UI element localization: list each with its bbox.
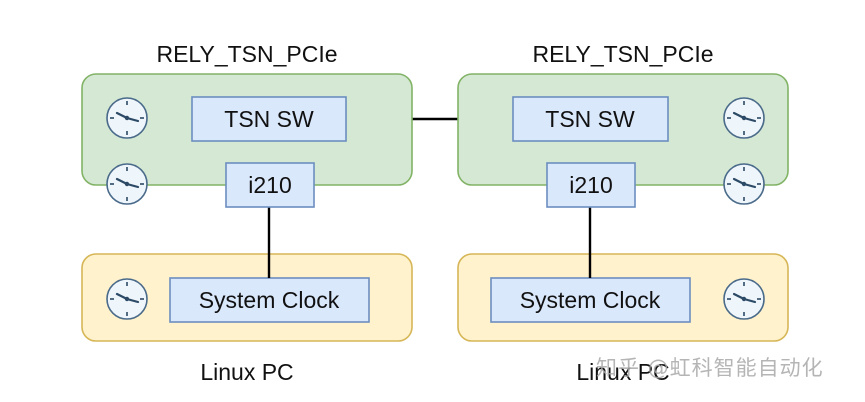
right-i210-box	[546, 162, 636, 208]
right-tsn-switch-box	[512, 96, 669, 142]
right-pc-title: Linux PC	[576, 359, 669, 385]
left-tsn-switch-box	[191, 96, 347, 142]
watermark: 知乎 @虹科智能自动化	[596, 356, 824, 380]
right-i210-label: i210	[569, 172, 612, 198]
left-board-title: RELY_TSN_PCIe	[156, 41, 337, 67]
left-pc-title: Linux PC	[200, 359, 293, 385]
right-system-clock-label: System Clock	[520, 287, 661, 313]
clock-icon	[105, 96, 149, 140]
right-board-title: RELY_TSN_PCIe	[532, 41, 713, 67]
left-board: RELY_TSN_PCIe TSN SW	[81, 41, 413, 206]
clock-icon	[722, 277, 766, 321]
clock-icon	[105, 162, 149, 206]
right-tsn-switch-label: TSN SW	[545, 106, 635, 132]
left-linux-pc: System Clock Linux PC	[81, 253, 413, 385]
clock-icon	[722, 162, 766, 206]
left-i210-box	[225, 162, 315, 208]
clock-icon	[722, 96, 766, 140]
right-board: RELY_TSN_PCIe TSN SW	[457, 41, 789, 206]
clock-icon	[105, 277, 149, 321]
left-i210-label: i210	[248, 172, 291, 198]
right-system-clock-box	[490, 277, 691, 323]
left-system-clock-label: System Clock	[199, 287, 340, 313]
left-tsn-switch-label: TSN SW	[224, 106, 314, 132]
right-linux-pc: System Clock Linux PC	[457, 253, 789, 385]
